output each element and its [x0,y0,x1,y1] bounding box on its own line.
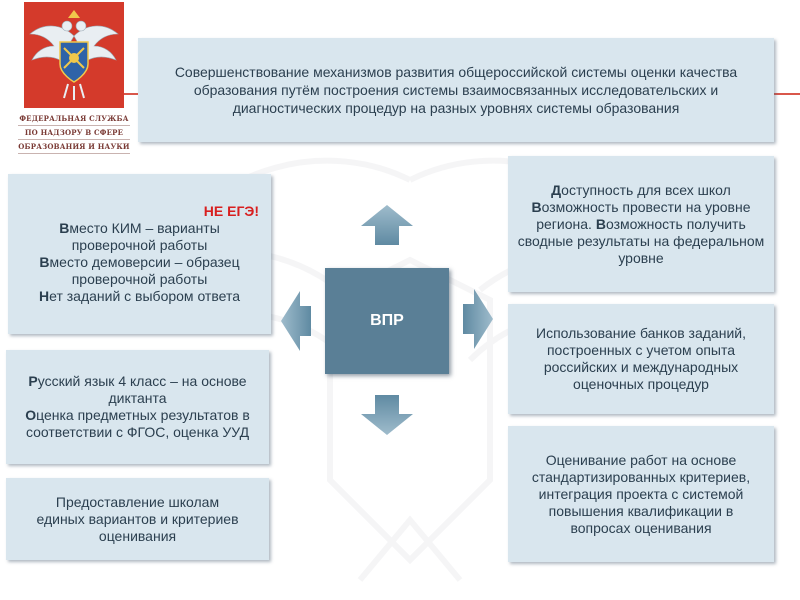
right-top-line-1: Доступность для всех школ [551,181,731,198]
agency-name-line-3: ОБРАЗОВАНИЯ И НАУКИ [18,140,130,154]
left-mid-box: Русский язык 4 класс – на основе диктант… [6,350,269,464]
left-top-line-3: Нет заданий с выбором ответа [39,288,240,304]
header-box: Совершенствование механизмов развития об… [138,38,774,142]
right-mid-box: Использование банков заданий, построенны… [508,304,774,414]
arrow-down-icon [361,395,413,435]
left-bottom-text: Предоставление школам единых вариантов и… [36,493,239,544]
arrow-right-icon [463,289,493,349]
vpr-label: ВПР [370,312,404,329]
arrow-up-icon [361,205,413,245]
left-top-box: НЕ ЕГЭ! Вместо КИМ – варианты проверочно… [8,174,271,334]
right-bottom-text: Оценивание работ на основе стандартизиро… [531,451,751,536]
left-top-line-1: Вместо КИМ – варианты проверочной работы [59,220,220,253]
agency-logo [24,2,124,108]
agency-name: ФЕДЕРАЛЬНАЯ СЛУЖБА ПО НАДЗОРУ В СФЕРЕ ОБ… [18,112,130,154]
right-top-box: Доступность для всех школ Возможность пр… [508,156,774,292]
vpr-center-box: ВПР [325,268,449,374]
left-mid-line-1: Русский язык 4 класс – на основе диктант… [28,373,247,406]
arrow-left-icon [281,291,311,351]
agency-name-line-1: ФЕДЕРАЛЬНАЯ СЛУЖБА [18,112,130,126]
agency-name-line-2: ПО НАДЗОРУ В СФЕРЕ [18,126,130,140]
eagle-emblem-icon [29,10,119,100]
right-mid-text: Использование банков заданий, построенны… [536,325,746,392]
left-bottom-box: Предоставление школам единых вариантов и… [6,478,269,560]
right-top-line-2: Возможность провести на уровне региона. … [517,198,765,266]
right-bottom-box: Оценивание работ на основе стандартизиро… [508,426,774,562]
left-mid-line-2: Оценка предметных результатов в соответс… [25,407,250,440]
header-text: Совершенствование механизмов развития об… [174,64,738,116]
not-ege-heading: НЕ ЕГЭ! [203,203,259,219]
left-top-line-2: Вместо демоверсии – образец проверочной … [39,254,240,287]
